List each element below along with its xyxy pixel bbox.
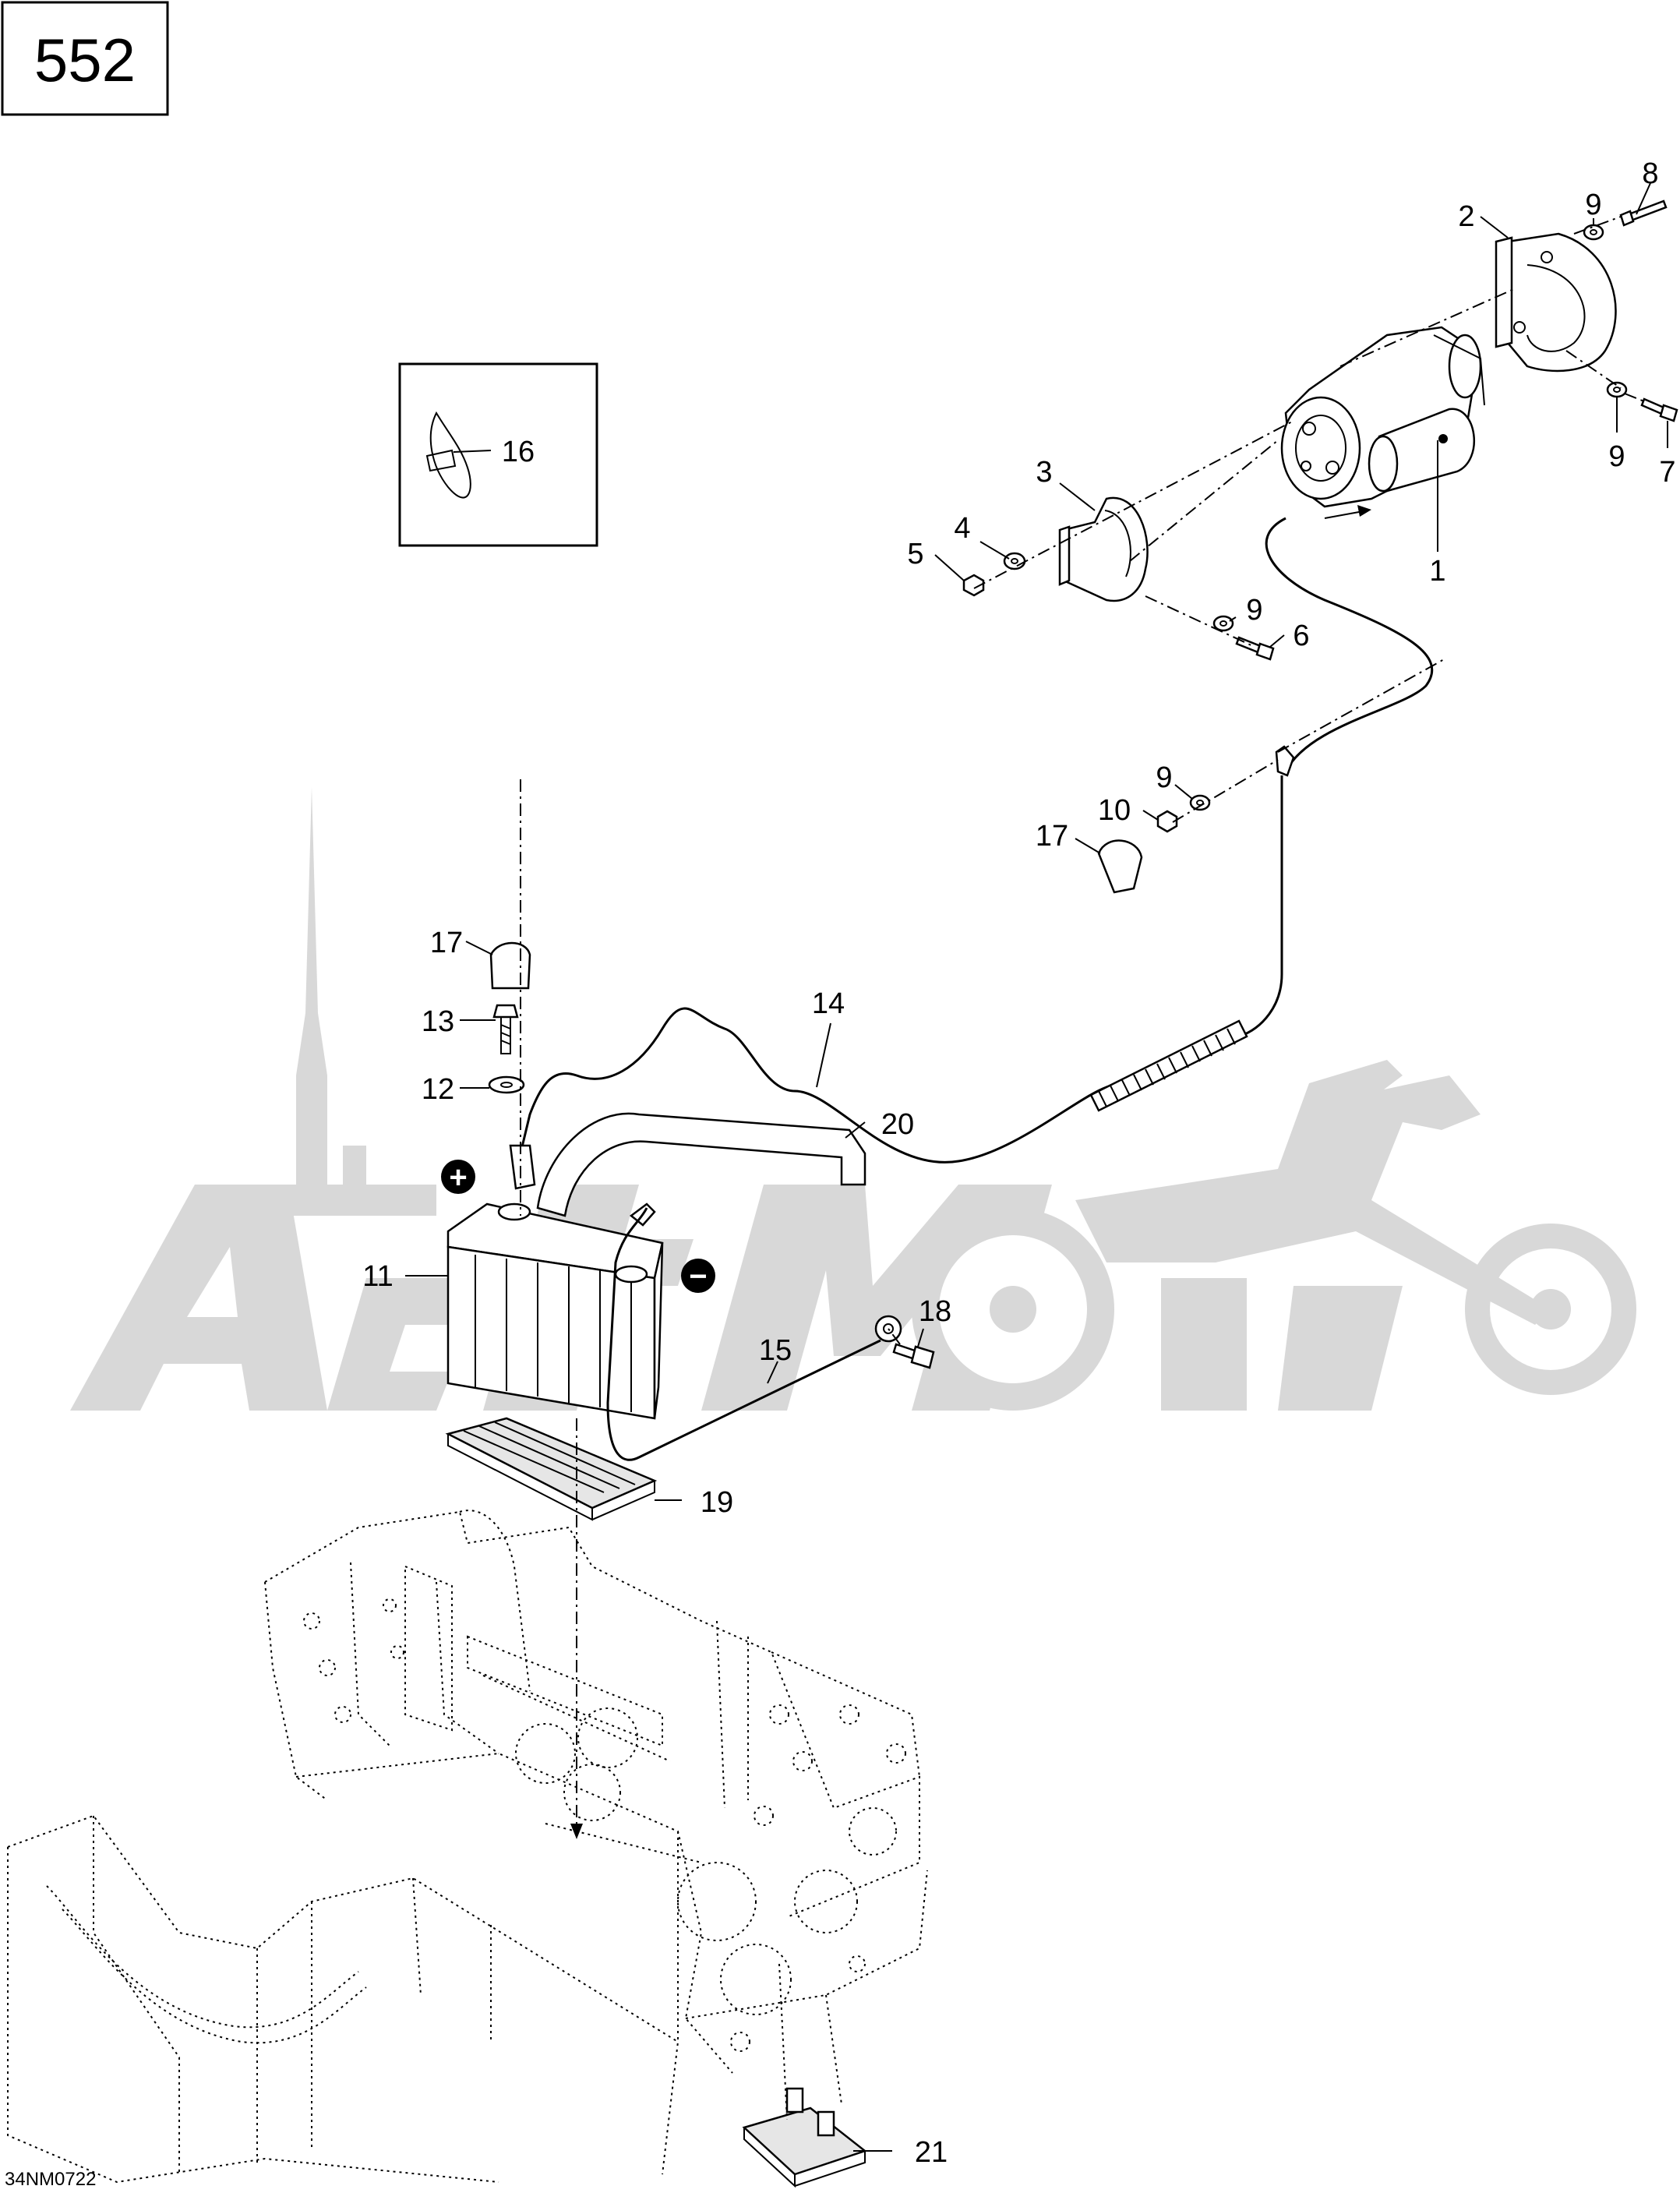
- callout-16: 16: [502, 436, 535, 468]
- callout-9-lower: 9: [1156, 761, 1172, 794]
- callout-17-battery: 17: [430, 927, 463, 959]
- leader-lines: [405, 182, 1668, 2152]
- washer-9-lower: [1189, 794, 1211, 811]
- callout-15: 15: [759, 1334, 792, 1367]
- washer-9-top: [1583, 224, 1604, 241]
- positive-terminal-symbol: +: [441, 1160, 475, 1195]
- callout-12: 12: [422, 1073, 454, 1106]
- page-number: 552: [34, 26, 136, 94]
- callout-13: 13: [422, 1005, 454, 1038]
- bolt-7: [1640, 397, 1678, 422]
- callout-7: 7: [1659, 456, 1675, 489]
- battery-strap-20: [536, 1112, 866, 1217]
- callout-11: 11: [362, 1260, 393, 1293]
- callout-18: 18: [919, 1295, 951, 1328]
- callout-10: 10: [1098, 794, 1131, 827]
- cable-tie: [429, 411, 471, 499]
- bolt-8: [1619, 200, 1668, 227]
- terminal-boot-17-battery: [489, 941, 531, 990]
- chassis-frame: [7, 1510, 928, 2184]
- callout-20: 20: [881, 1108, 914, 1141]
- positive-symbol: +: [449, 1160, 467, 1195]
- callout-8: 8: [1642, 157, 1658, 190]
- bolt-13: [492, 1004, 519, 1054]
- battery-pad-19: [445, 1417, 658, 1521]
- drawing-code: 34NM0722: [5, 2169, 96, 2190]
- callout-6: 6: [1293, 620, 1309, 652]
- washer-9-mid: [1212, 615, 1234, 632]
- callout-9-top: 9: [1585, 189, 1601, 221]
- callouts: 1 2 3 4 5 6 7 8 9 9 9 9 10 11 12 13 14 1…: [362, 157, 1675, 2169]
- callout-9-right: 9: [1608, 440, 1625, 473]
- callout-21: 21: [915, 2136, 948, 2169]
- callout-4: 4: [954, 512, 970, 545]
- front-bracket: [1058, 496, 1149, 602]
- callout-17-starter: 17: [1036, 820, 1068, 853]
- battery-11: [446, 1202, 664, 1420]
- callout-9-mid: 9: [1246, 594, 1262, 627]
- callout-14: 14: [812, 987, 845, 1020]
- watermark-logo: [70, 787, 1636, 1411]
- starter-motor: [1280, 326, 1485, 519]
- terminal-boot-17-starter: [1097, 839, 1143, 894]
- callout-2: 2: [1458, 200, 1474, 233]
- plate-21: [742, 2087, 867, 2188]
- washer-12: [488, 1075, 525, 1094]
- positive-cable-14: [509, 517, 1434, 1190]
- negative-symbol: −: [689, 1259, 707, 1294]
- rear-bracket: [1495, 232, 1617, 373]
- page-number-box: 552: [1, 1, 169, 116]
- bolt-18: [892, 1343, 935, 1369]
- cable-tie-detail-box: [398, 362, 598, 547]
- callout-3: 3: [1036, 456, 1052, 489]
- nut-10: [1156, 810, 1178, 833]
- washer-9-right: [1606, 381, 1628, 398]
- callout-19: 19: [701, 1486, 733, 1519]
- nut-5: [962, 574, 985, 597]
- assembly-centerlines: [520, 216, 1645, 1839]
- callout-1: 1: [1429, 555, 1445, 588]
- washer-4: [1003, 552, 1026, 570]
- negative-terminal-symbol: −: [681, 1259, 715, 1294]
- callout-5: 5: [907, 538, 923, 570]
